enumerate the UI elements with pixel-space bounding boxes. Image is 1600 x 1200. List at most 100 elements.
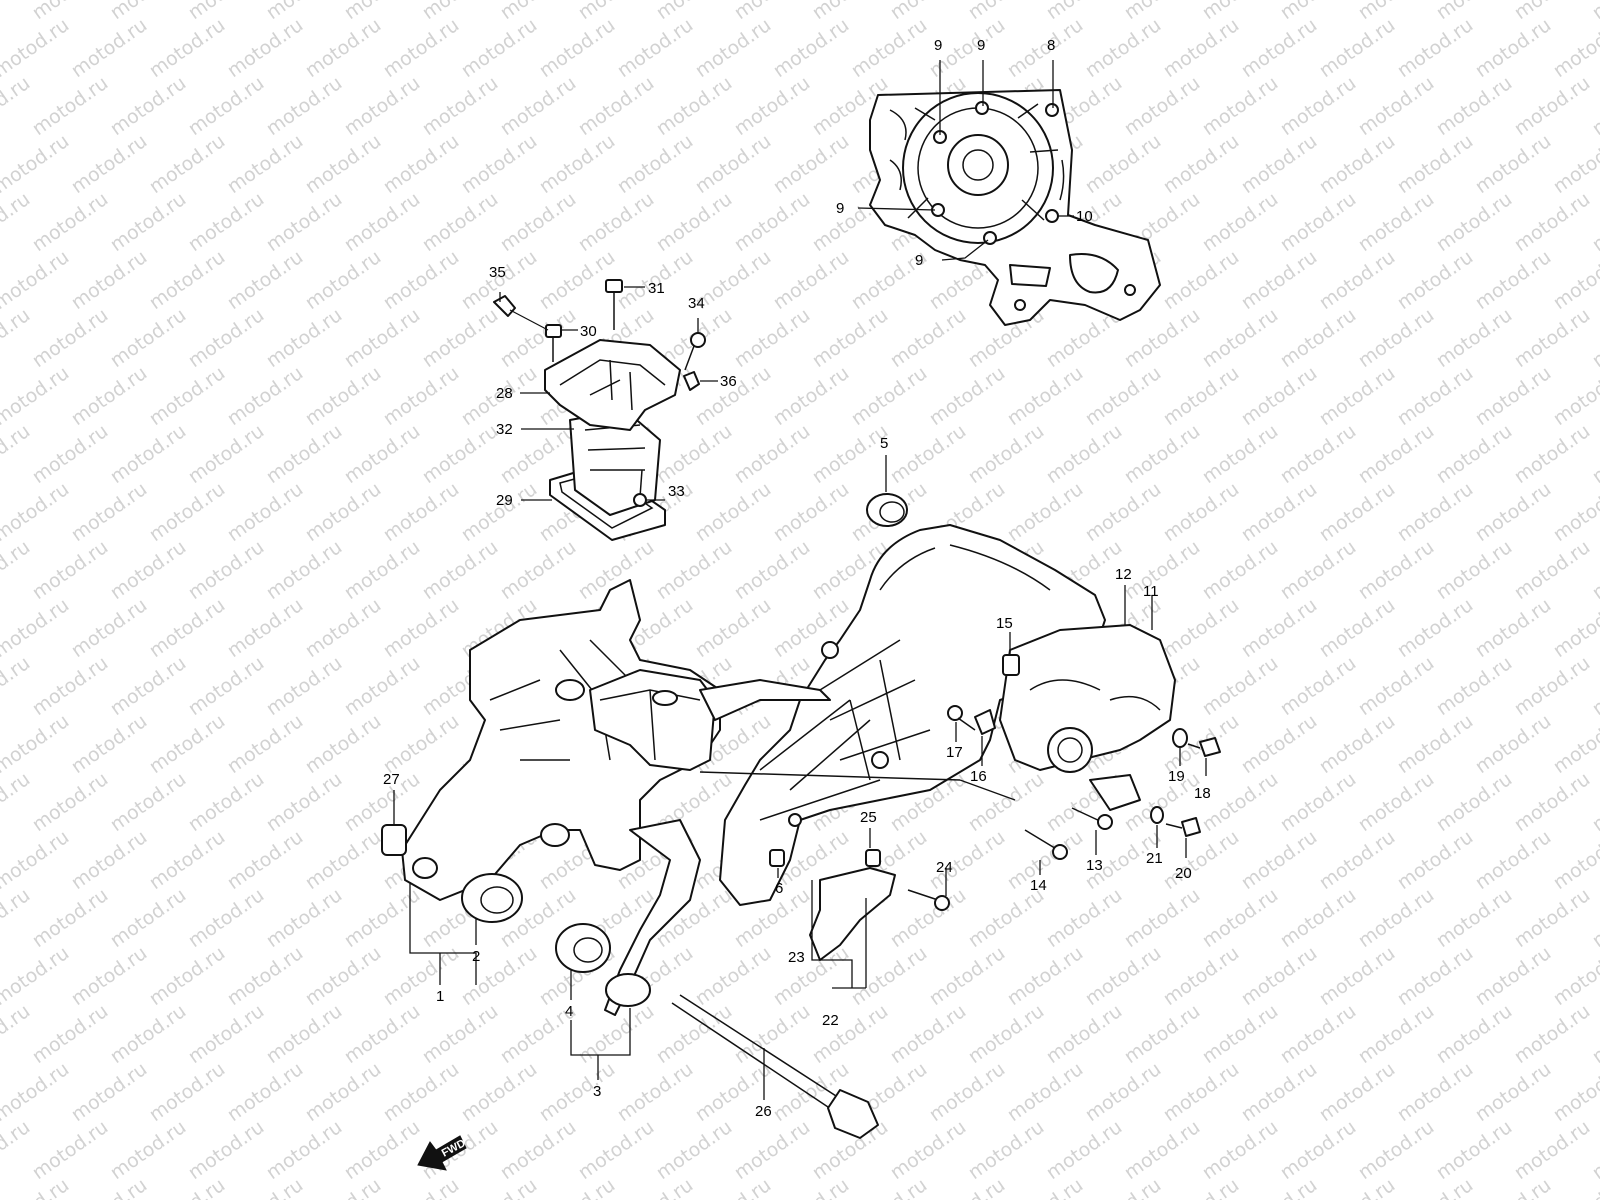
watermark-text: motod.ru [67,478,151,546]
watermark-text: motod.ru [1432,536,1516,604]
watermark-text: motod.ru [1120,1000,1204,1068]
watermark-text: motod.ru [223,710,307,778]
watermark-text: motod.ru [652,536,736,604]
watermark-text: motod.ru [28,1000,112,1068]
watermark-text: motod.ru [223,130,307,198]
watermark-text: motod.ru [457,130,541,198]
watermark-text: motod.ru [457,1058,541,1126]
watermark-text: motod.ru [0,1000,34,1068]
watermark-text: motod.ru [1354,72,1438,140]
watermark-text: motod.ru [886,0,970,24]
watermark-text: motod.ru [574,72,658,140]
watermark-text: motod.ru [184,420,268,488]
watermark-text: motod.ru [1393,1174,1477,1200]
watermark-text: motod.ru [925,362,1009,430]
watermark-text: motod.ru [1315,362,1399,430]
watermark-text: motod.ru [184,1000,268,1068]
watermark-text: motod.ru [652,1000,736,1068]
watermark-text: motod.ru [67,826,151,894]
watermark-text: motod.ru [1081,478,1165,546]
watermark-text: motod.ru [1510,652,1594,720]
watermark-text: motod.ru [67,942,151,1010]
watermark-text: motod.ru [1432,72,1516,140]
watermark-text: motod.ru [1042,0,1126,24]
watermark-text: motod.ru [535,1174,619,1200]
watermark-text: motod.ru [1042,1000,1126,1068]
watermark-text: motod.ru [379,594,463,662]
watermark-text: motod.ru [1510,304,1594,372]
watermark-text: motod.ru [379,14,463,82]
watermark-text: motod.ru [0,0,34,24]
watermark-text: motod.ru [1237,1058,1321,1126]
watermark-text: motod.ru [691,130,775,198]
watermark-text: motod.ru [0,768,34,836]
watermark-text: motod.ru [808,0,892,24]
watermark-text: motod.ru [184,72,268,140]
watermark-text: motod.ru [301,478,385,546]
callout-9: 9 [934,37,942,54]
watermark-text: motod.ru [0,1116,34,1184]
watermark-text: motod.ru [1432,1000,1516,1068]
watermark-text: motod.ru [1471,710,1555,778]
watermark-text: motod.ru [28,188,112,256]
watermark-text: motod.ru [1510,1000,1594,1068]
watermark-text: motod.ru [1588,536,1600,604]
watermark-text: motod.ru [1276,536,1360,604]
watermark-text: motod.ru [184,304,268,372]
watermark-text: motod.ru [28,304,112,372]
watermark-text: motod.ru [145,594,229,662]
watermark-text: motod.ru [1237,942,1321,1010]
watermark-text: motod.ru [418,188,502,256]
watermark-text: motod.ru [1432,1116,1516,1184]
watermark-text: motod.ru [808,304,892,372]
watermark-text: motod.ru [847,1174,931,1200]
watermark-text: motod.ru [340,304,424,372]
watermark-text: motod.ru [1159,826,1243,894]
watermark-text: motod.ru [379,478,463,546]
watermark-text: motod.ru [1588,304,1600,372]
watermark-text: motod.ru [730,188,814,256]
watermark-text: motod.ru [1003,942,1087,1010]
watermark-text: motod.ru [730,72,814,140]
watermark-text: motod.ru [418,72,502,140]
watermark-text: motod.ru [223,362,307,430]
watermark-text: motod.ru [847,942,931,1010]
watermark-text: motod.ru [808,420,892,488]
watermark-text: motod.ru [1159,1058,1243,1126]
main-frame [401,524,1106,1016]
watermark-text: motod.ru [1393,710,1477,778]
watermark-text: motod.ru [1120,0,1204,24]
watermark-text: motod.ru [340,536,424,604]
watermark-text: motod.ru [1588,420,1600,488]
watermark-text: motod.ru [1120,536,1204,604]
watermark-text: motod.ru [1471,942,1555,1010]
watermark-text: motod.ru [730,1116,814,1184]
watermark-text: motod.ru [1315,1174,1399,1200]
watermark-text: motod.ru [1276,768,1360,836]
callout-29: 29 [496,492,513,509]
watermark-text: motod.ru [340,0,424,24]
watermark-text: motod.ru [1510,884,1594,952]
watermark-text: motod.ru [925,942,1009,1010]
watermark-text: motod.ru [1237,1174,1321,1200]
watermark-text: motod.ru [1588,884,1600,952]
watermark-text: motod.ru [1471,246,1555,314]
watermark-text: motod.ru [964,420,1048,488]
callout-5: 5 [880,435,888,452]
watermark-text: motod.ru [457,1174,541,1200]
watermark-text: motod.ru [1276,1116,1360,1184]
watermark-text: motod.ru [1276,304,1360,372]
watermark-text: motod.ru [184,768,268,836]
callout-8: 8 [1047,37,1055,54]
watermark-text: motod.ru [1354,536,1438,604]
watermark-text: motod.ru [1276,884,1360,952]
watermark-text: motod.ru [1393,942,1477,1010]
watermark-text: motod.ru [652,188,736,256]
watermark-text: motod.ru [1393,362,1477,430]
callout-3: 3 [593,1083,601,1100]
watermark-text: motod.ru [1120,72,1204,140]
watermark-text: motod.ru [67,362,151,430]
callout-12: 12 [1115,566,1132,583]
watermark-text: motod.ru [496,188,580,256]
callout-36: 36 [720,373,737,390]
